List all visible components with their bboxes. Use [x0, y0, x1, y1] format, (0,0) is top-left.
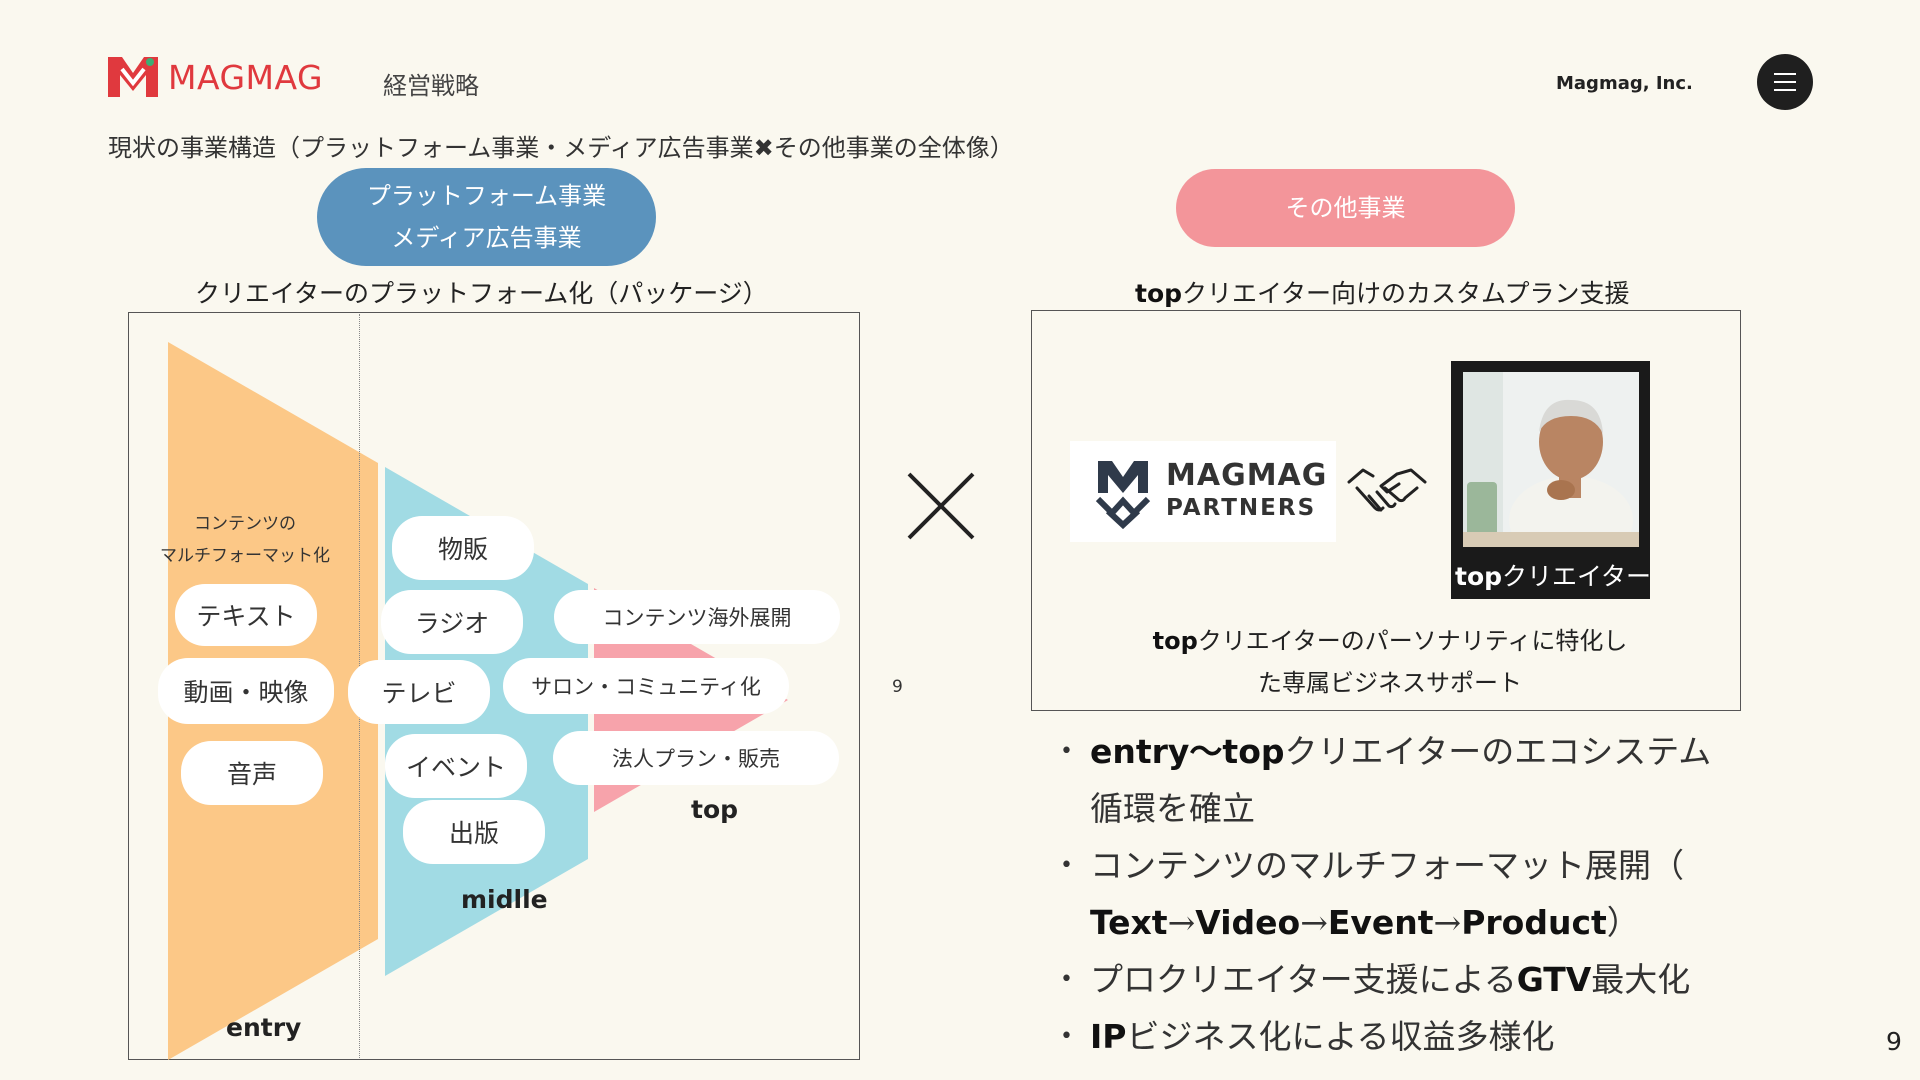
multiply-cross-icon: [907, 472, 975, 540]
inline-page-number: 9: [892, 677, 903, 697]
bullet-rest: ）: [1606, 903, 1640, 942]
bullet-dot-icon: •: [1060, 739, 1073, 764]
arrow-icon: →: [1300, 903, 1328, 942]
pill-label: その他事業: [1285, 194, 1406, 222]
creator-portrait-image: [1463, 372, 1639, 547]
partners-wordmark: MAGMAG PARTNERS: [1166, 457, 1328, 524]
chip-tv: テレビ: [348, 660, 490, 724]
bullet-text: コンテンツのマルチフォーマット展開（: [1090, 846, 1684, 885]
magmag-logo-icon: [108, 57, 158, 97]
chip-radio: ラジオ: [381, 590, 523, 654]
custom-plan-frame: [1031, 310, 1741, 711]
chip-publishing: 出版: [403, 800, 545, 864]
partners-logo-icon: [1095, 460, 1151, 529]
caption-line-1: topクリエイターのパーソナリティに特化し: [1040, 620, 1740, 662]
caption-line-2: た専属ビジネスサポート: [1258, 669, 1522, 697]
photo-caption: topクリエイター: [1455, 557, 1650, 593]
photo-caption-rest: クリエイター: [1502, 562, 1650, 591]
platform-diagram-frame: [128, 312, 860, 1060]
partners-line-2: PARTNERS: [1166, 494, 1317, 521]
left-heading: クリエイターのプラットフォーム化（パッケージ）: [195, 279, 768, 308]
chip-audio: 音声: [181, 741, 323, 805]
other-business-pill: その他事業: [1176, 169, 1515, 247]
chip-text: テキスト: [175, 584, 317, 646]
chip-corporate: 法人プラン・販売: [553, 731, 839, 785]
bullet-dot-icon: •: [1060, 1024, 1073, 1049]
bullet-text: IPビジネス化による収益多様化: [1090, 1017, 1554, 1057]
photo-caption-bold: top: [1455, 562, 1503, 591]
bullet-text: Text→Video→Event→Product）: [1090, 903, 1640, 943]
handshake-icon: [1347, 468, 1427, 512]
label-top: top: [691, 795, 739, 824]
bullet-bold: GTV: [1516, 960, 1592, 999]
bullet-rest: クリエイターのエコシステム: [1284, 732, 1712, 771]
format-text: Text: [1090, 903, 1168, 942]
page-subtitle: 現状の事業構造（プラットフォーム事業・メディア広告事業✖その他事業の全体像）: [108, 134, 1014, 162]
magmag-partners-logo: MAGMAG PARTNERS: [1070, 441, 1336, 542]
chip-overseas: コンテンツ海外展開: [554, 590, 840, 644]
chip-event: イベント: [385, 734, 527, 798]
multi-format-line-2: マルチフォーマット化: [160, 546, 330, 566]
platform-business-pill: プラットフォーム事業 メディア広告事業: [317, 168, 656, 266]
format-product: Product: [1461, 903, 1607, 942]
logo-text: MAGMAG: [168, 57, 324, 97]
pill-line-2: メディア広告事業: [391, 224, 582, 252]
multi-format-line-1: コンテンツの: [194, 514, 296, 534]
bullet-rest: プロクリエイター支援による: [1090, 960, 1517, 999]
company-name: Magmag, Inc.: [1556, 73, 1693, 94]
bullet-text: プロクリエイター支援によるGTV最大化: [1090, 960, 1690, 1000]
right-heading-rest: クリエイター向けのカスタムプラン支援: [1182, 279, 1630, 308]
caption-rest: クリエイターのパーソナリティに特化し: [1197, 627, 1628, 655]
right-heading: topクリエイター向けのカスタムプラン支援: [1135, 274, 1630, 310]
menu-line-icon: [1774, 89, 1796, 91]
partners-line-1: MAGMAG: [1166, 457, 1328, 493]
format-event: Event: [1327, 903, 1434, 942]
label-entry: entry: [226, 1013, 302, 1042]
chip-video: 動画・映像: [158, 658, 334, 724]
bullet-text: 循環を確立: [1090, 789, 1255, 828]
multi-format-label: コンテンツの マルチフォーマット化: [150, 508, 340, 572]
section-label: 経営戦略: [383, 72, 479, 100]
arrow-icon: →: [1167, 903, 1196, 942]
chip-salon: サロン・コミュニティ化: [503, 658, 789, 714]
format-video: Video: [1195, 903, 1301, 942]
pill-line-1: プラットフォーム事業: [366, 182, 607, 210]
bullet-dot-icon: •: [1060, 967, 1073, 992]
custom-plan-caption: topクリエイターのパーソナリティに特化し た専属ビジネスサポート: [1040, 620, 1740, 704]
caption-bold: top: [1152, 627, 1198, 655]
hamburger-menu-button[interactable]: [1757, 54, 1813, 110]
right-heading-bold: top: [1135, 279, 1183, 308]
bullet-rest: ビジネス化による収益多様化: [1126, 1017, 1555, 1056]
arrow-icon: →: [1433, 903, 1462, 942]
bullet-bold: IP: [1090, 1017, 1127, 1056]
menu-line-icon: [1774, 73, 1796, 75]
chip-goods: 物販: [392, 516, 534, 580]
bullet-text: entry〜topクリエイターのエコシステム: [1090, 732, 1711, 772]
magmag-logo: MAGMAG: [106, 52, 331, 102]
menu-line-icon: [1774, 81, 1796, 83]
page-number: 9: [1886, 1027, 1902, 1056]
label-middle: midlle: [461, 885, 548, 914]
bullet-dot-icon: •: [1060, 853, 1073, 878]
bullet-bold: entry〜top: [1090, 732, 1285, 771]
bullet-rest: 最大化: [1591, 960, 1691, 999]
